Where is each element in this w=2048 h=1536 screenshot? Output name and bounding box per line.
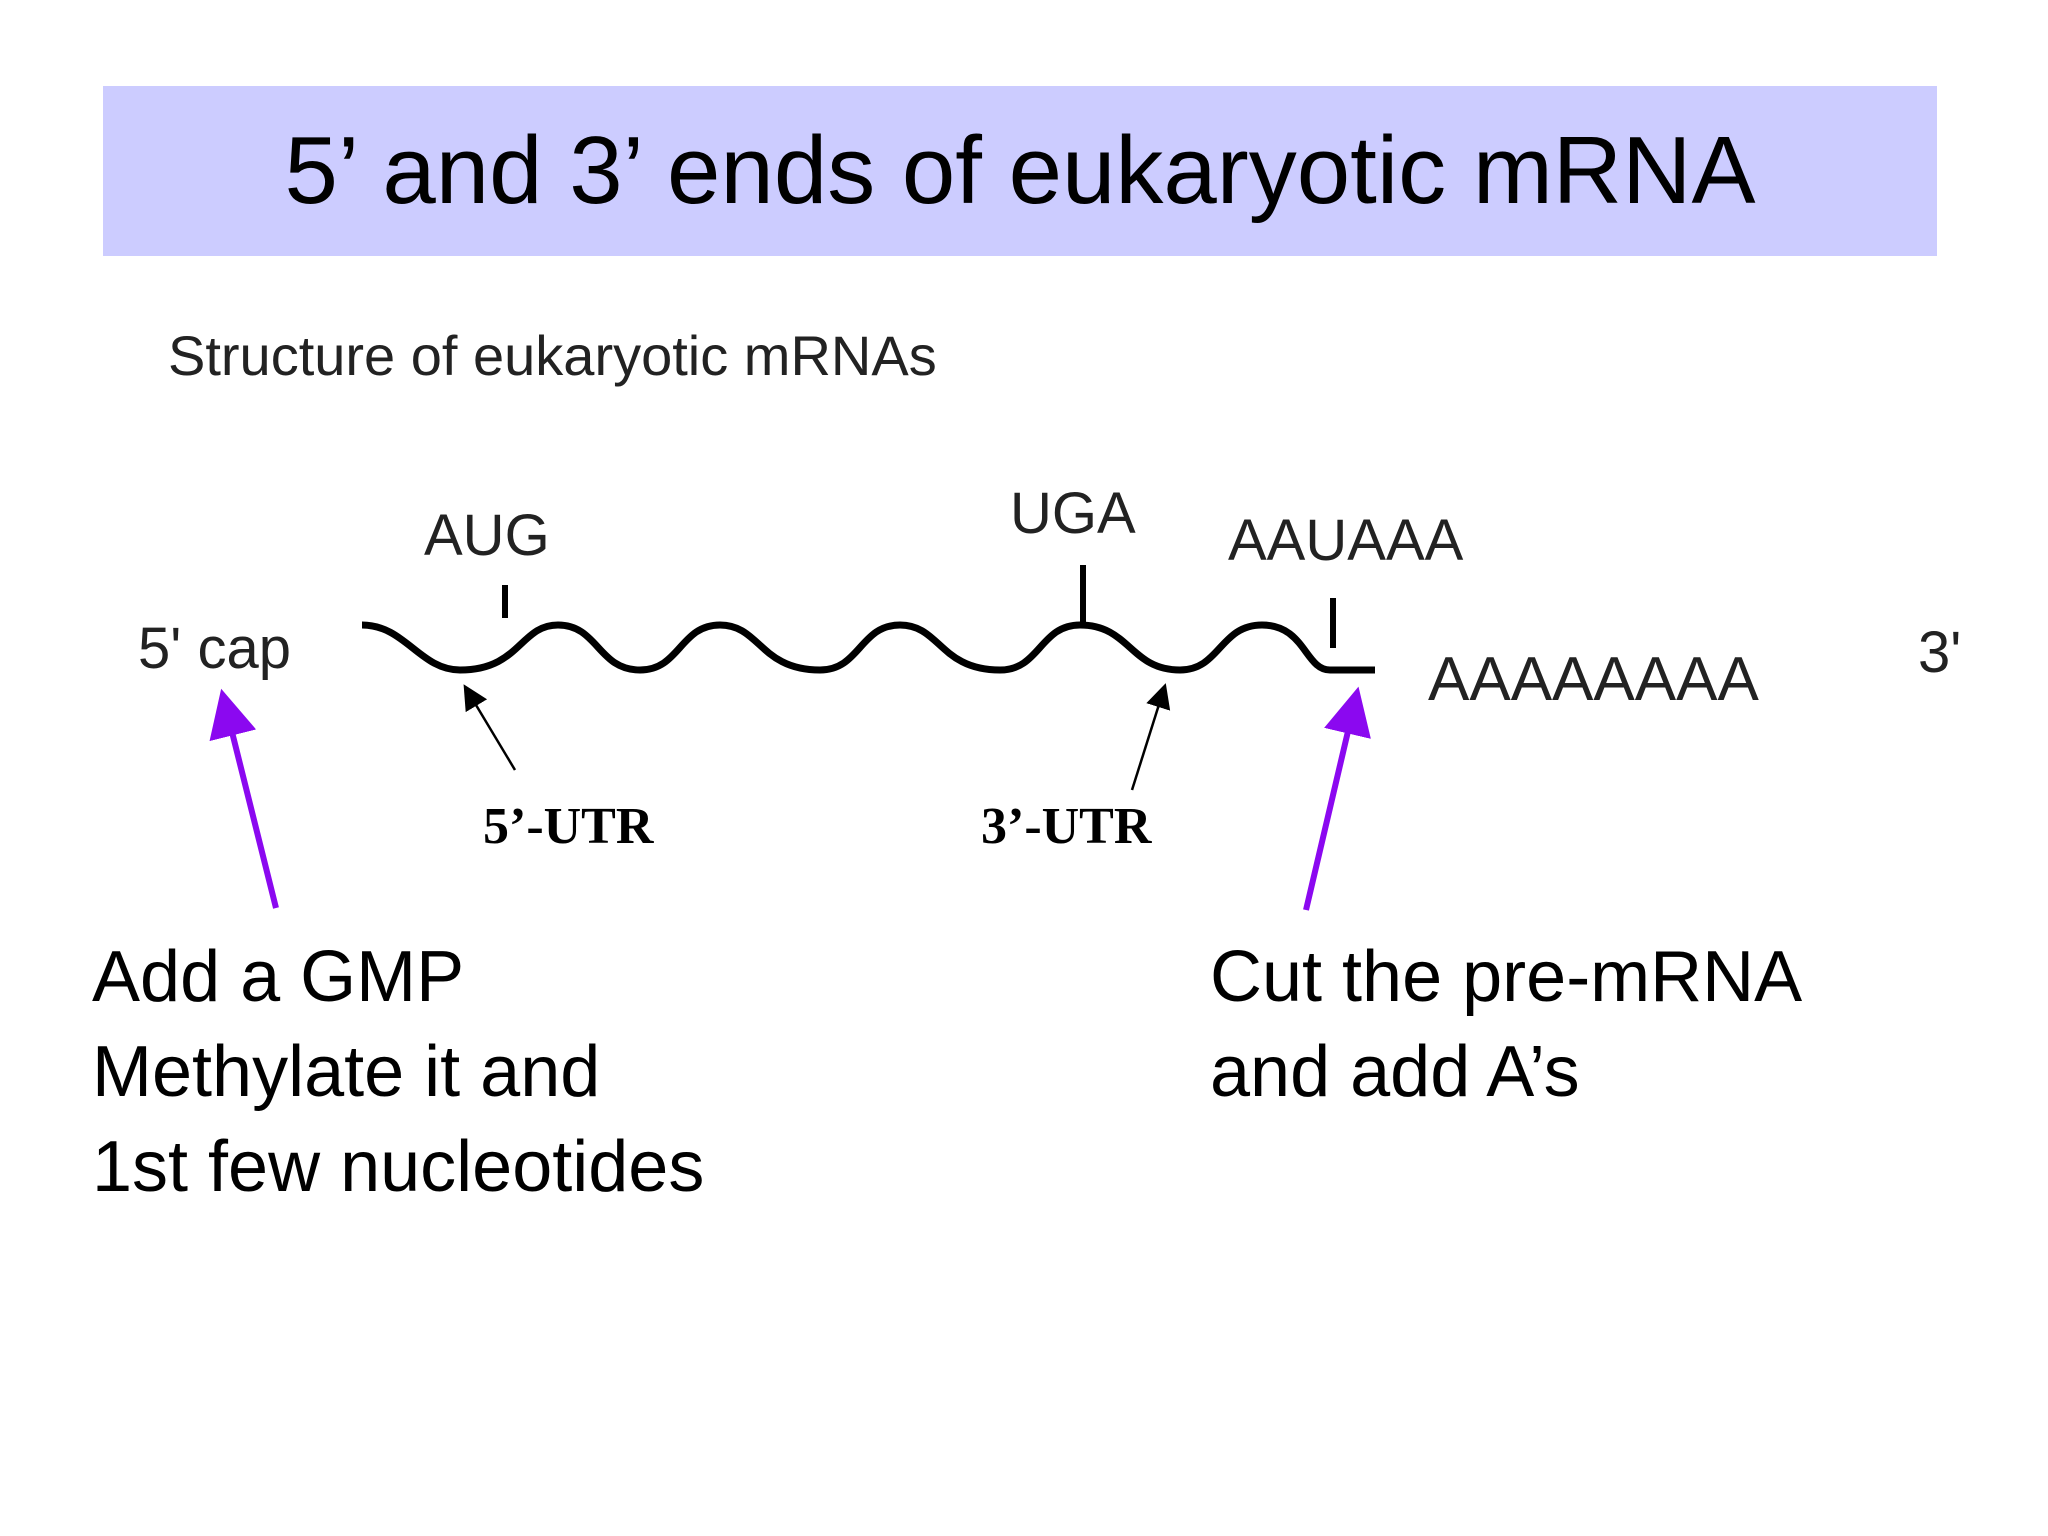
poly-a-tail-label: AAAAAAAA	[1428, 645, 1759, 714]
stop-codon-label: UGA	[1010, 481, 1136, 546]
three-prime-utr-arrow	[1130, 683, 1171, 791]
three-prime-utr-label: 3’-UTR	[981, 798, 1153, 855]
start-codon-label: AUG	[424, 503, 550, 568]
mrna-strand	[361, 621, 1375, 674]
five-prime-cap-label: 5' cap	[138, 616, 291, 681]
polyadenylation-process-arrow	[1303, 686, 1371, 911]
title-bar: 5’ and 3’ ends of eukaryotic mRNA	[103, 86, 1937, 256]
three-prime-end-label: 3'	[1918, 620, 1961, 685]
five-prime-utr-arrow	[463, 684, 517, 771]
polyadenylation-line-1: Cut the pre-mRNA	[1210, 937, 1803, 1017]
cap-process-arrow	[209, 688, 279, 909]
polyadenylation-description: Cut the pre-mRNA and add A’s	[1210, 930, 1802, 1120]
polyadenylation-signal-label: AAUAAA	[1228, 508, 1464, 573]
capping-line-2: Methylate it and	[92, 1032, 601, 1112]
capping-description: Add a GMP Methylate it and 1st few nucle…	[92, 930, 704, 1215]
capping-line-1: Add a GMP	[92, 937, 465, 1017]
polyadenylation-line-2: and add A’s	[1210, 1032, 1580, 1112]
five-prime-utr-label: 5’-UTR	[483, 798, 655, 855]
capping-line-3: 1st few nucleotides	[92, 1127, 705, 1207]
slide-title: 5’ and 3’ ends of eukaryotic mRNA	[284, 117, 1756, 224]
diagram-subtitle: Structure of eukaryotic mRNAs	[168, 324, 937, 387]
